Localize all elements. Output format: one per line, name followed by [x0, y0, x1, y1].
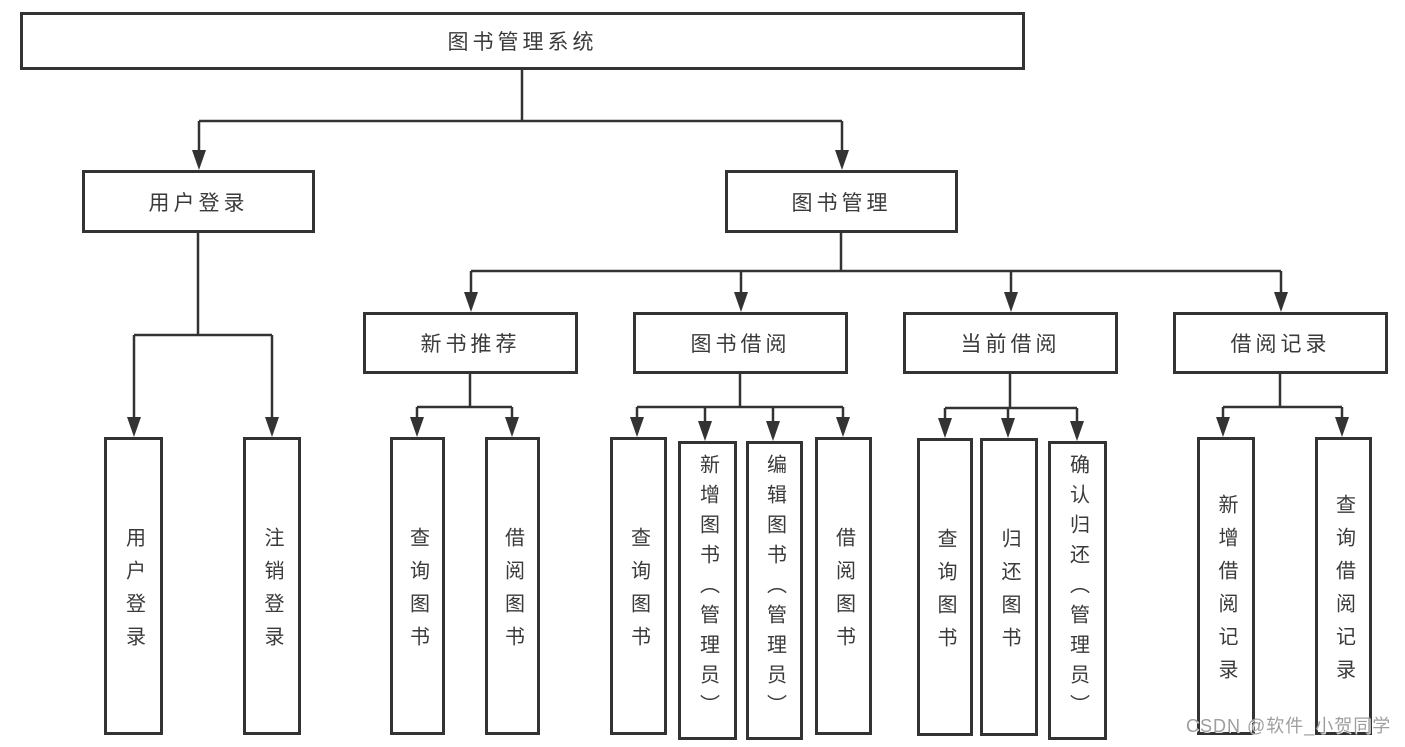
leaf-borrow-books-borrowing: 借阅图书 [815, 437, 872, 735]
node-label: 用户登录 [148, 191, 249, 215]
node-label: 图书管理系统 [447, 31, 598, 54]
node-label: 借阅记录 [1230, 333, 1331, 356]
node-book-management: 图书管理 [725, 170, 958, 233]
node-user-login: 用户登录 [82, 170, 315, 233]
node-label: 归还图书 [998, 527, 1020, 660]
node-label: 借阅图书 [832, 526, 855, 659]
node-label: 查询图书 [627, 526, 650, 659]
node-label: 注销登录 [261, 526, 283, 659]
node-label: 新增借阅记录 [1215, 493, 1237, 692]
node-label: 当前借阅 [960, 333, 1061, 356]
node-label: 图书管理 [791, 191, 892, 215]
leaf-query-borrow-record: 查询借阅记录 [1315, 437, 1372, 735]
node-label: 图书借阅 [690, 333, 791, 356]
leaf-query-books-current: 查询图书 [917, 438, 973, 736]
node-label: 新书推荐 [420, 333, 521, 356]
connector-current-to-leaves [943, 374, 1079, 424]
node-label: 新增图书（管理员） [696, 454, 719, 724]
node-book-borrowing: 图书借阅 [633, 312, 848, 374]
connector-newbook-to-leaves [415, 374, 514, 420]
leaf-user-login: 用户登录 [104, 437, 163, 735]
node-label: 编辑图书（管理员） [763, 454, 786, 724]
node-label: 借阅图书 [501, 526, 524, 659]
connector-userlogin-to-leaves [132, 233, 274, 420]
connector-root-to-level1 [197, 70, 844, 153]
node-new-book-recommendation: 新书推荐 [363, 312, 578, 374]
leaf-query-books-recommend: 查询图书 [390, 437, 445, 735]
node-label: 确认归还（管理员） [1066, 454, 1089, 724]
node-library-management-system: 图书管理系统 [20, 12, 1025, 70]
leaf-add-book-admin: 新增图书（管理员） [678, 441, 737, 740]
node-label: 查询图书 [934, 527, 956, 660]
connector-records-to-leaves [1221, 374, 1344, 420]
node-label: 查询借阅记录 [1332, 493, 1355, 692]
leaf-edit-book-admin: 编辑图书（管理员） [746, 441, 803, 740]
node-label: 用户登录 [122, 526, 145, 659]
node-label: 查询图书 [406, 526, 429, 659]
arrowheads [127, 150, 1349, 441]
node-borrowing-records: 借阅记录 [1173, 312, 1388, 374]
leaf-confirm-return-admin: 确认归还（管理员） [1048, 441, 1107, 740]
leaf-return-books: 归还图书 [980, 438, 1038, 736]
watermark: CSDN @软件_小贺同学 [1186, 716, 1392, 736]
leaf-add-borrow-record: 新增借阅记录 [1197, 437, 1255, 735]
leaf-borrow-books-recommend: 借阅图书 [485, 437, 540, 735]
connector-bookmgmt-to-level2 [469, 233, 1283, 295]
leaf-query-books-borrowing: 查询图书 [610, 437, 667, 735]
node-current-borrowing: 当前借阅 [903, 312, 1118, 374]
connector-borrowing-to-leaves [635, 374, 845, 424]
leaf-logout-login: 注销登录 [243, 437, 301, 735]
